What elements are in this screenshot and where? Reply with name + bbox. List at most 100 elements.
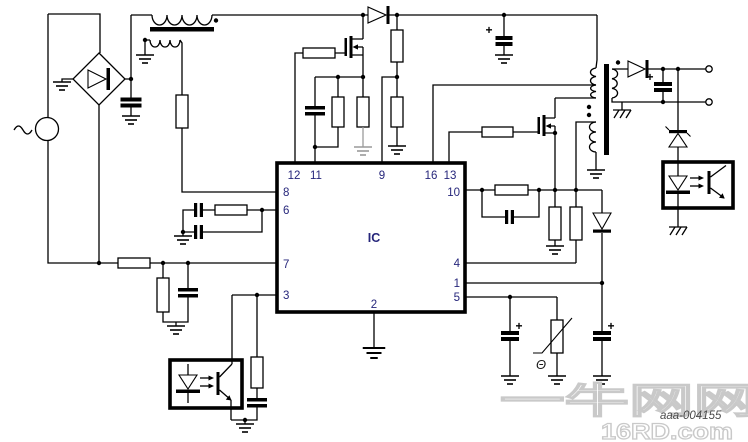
pin-label-9: 9 — [379, 170, 385, 182]
ac-input-section — [13, 13, 277, 266]
capacitor — [305, 106, 325, 110]
pin7-wires — [162, 263, 189, 326]
annotations: 一牛网网 aaa-004155 16RD.com — [499, 379, 748, 442]
primary-top-lead — [595, 15, 598, 69]
secondary-winding-icon — [611, 68, 619, 99]
phasing-dot — [586, 104, 592, 110]
thermistor-theta-label: Θ — [536, 357, 546, 372]
emi-choke-section — [135, 14, 277, 193]
pin6-network — [173, 203, 277, 245]
pin7-network — [117, 257, 198, 335]
mosfet2-wires — [432, 84, 596, 190]
junction-dot — [128, 76, 134, 82]
bridge-diode-icon — [87, 69, 108, 89]
junction-dot — [552, 187, 558, 193]
junction-dot — [259, 207, 265, 213]
output-terminal-negative — [705, 98, 713, 106]
junction-dot — [660, 99, 666, 105]
watermark-site: 16RD.com — [601, 419, 733, 442]
junction-dot — [312, 144, 318, 150]
opto-arrow-head — [208, 383, 214, 389]
pin-label-13: 13 — [444, 170, 457, 182]
junction-dot — [507, 294, 513, 300]
diode-cathode-bar — [593, 229, 611, 233]
opto-arrow-head — [698, 183, 704, 189]
zener-optocoupler-section — [661, 69, 735, 236]
mosfet1-channel-bar — [349, 36, 353, 58]
capacitor — [194, 203, 198, 217]
ground-icon — [235, 423, 255, 433]
pin-label-4: 4 — [454, 258, 461, 270]
ac-wires — [47, 13, 277, 264]
ground-icon — [494, 54, 514, 64]
emitter-arrow-head — [719, 193, 725, 199]
mosfet2-section — [432, 84, 596, 190]
junction-dot — [599, 280, 605, 286]
phototransistor-leads — [219, 363, 233, 401]
pin-label-1: 1 — [454, 278, 460, 290]
junction-dot — [185, 260, 191, 266]
transformer-core — [604, 64, 609, 155]
capacitor — [199, 225, 203, 239]
ground-icon — [387, 145, 407, 155]
junction-dot — [536, 187, 542, 193]
drawing-number-caption: aaa-004155 — [660, 410, 722, 422]
junction-dot — [479, 187, 485, 193]
aux-winding-leads — [575, 121, 597, 190]
secondary-output-section: + — [611, 60, 713, 119]
secondary-diode-icon — [627, 60, 647, 78]
ground-icon — [361, 347, 387, 359]
emitter-arrow-head — [225, 395, 232, 401]
resistor — [390, 96, 404, 128]
phasing-dot — [586, 112, 592, 118]
ac-source-icon — [34, 116, 60, 142]
pin3-optocoupler-section — [168, 292, 277, 433]
junction-dot — [160, 260, 166, 266]
resistor — [214, 204, 248, 216]
led-cathode-bar — [666, 190, 690, 194]
capacitor — [194, 225, 198, 239]
choke-wires — [144, 39, 277, 193]
junction-dot — [394, 12, 400, 18]
resistor — [390, 29, 404, 63]
junction-dot — [501, 12, 507, 18]
bridge-diode-cathode — [106, 68, 110, 90]
phototransistor-bar — [216, 372, 220, 395]
mosfet2-arrow-icon — [545, 123, 551, 129]
supply-capacitor — [593, 337, 611, 341]
phasing-dot — [142, 37, 148, 43]
pin-label-11: 11 — [310, 170, 322, 182]
junction-dot — [254, 292, 260, 298]
zener-triangle-icon — [667, 132, 689, 148]
junction-dot — [360, 74, 366, 80]
pin-label-3: 3 — [283, 290, 289, 302]
junction-dot — [242, 417, 248, 423]
junction-dot — [660, 66, 666, 72]
polarity-plus: + — [607, 319, 614, 333]
phototransistor-leads — [710, 164, 727, 199]
optocoupler-box — [168, 358, 244, 410]
ground-icon — [52, 81, 72, 91]
ground-icon — [173, 235, 193, 245]
resistor — [548, 206, 562, 241]
controller-ic: IC 12 11 9 16 13 8 6 7 3 10 4 1 5 2 — [275, 161, 467, 314]
choke-bottom-winding-icon — [149, 39, 181, 48]
pin2-ground — [361, 312, 387, 359]
rail-wires — [212, 14, 597, 163]
resistor — [175, 94, 189, 129]
pin-label-5: 5 — [454, 292, 460, 304]
ground-icon — [166, 325, 186, 335]
output-capacitor — [654, 88, 672, 92]
optocoupler-box — [661, 160, 735, 210]
output-capacitor — [654, 82, 672, 86]
resistor — [117, 257, 151, 269]
supply-capacitor — [501, 337, 519, 341]
pin-label-10: 10 — [447, 187, 460, 199]
ic-outline — [275, 161, 467, 314]
junction-dot — [96, 260, 102, 266]
diode-icon — [592, 212, 612, 231]
pin-label-2: 2 — [371, 299, 377, 311]
resistor — [156, 277, 170, 313]
startup-diode-cathode — [386, 6, 390, 24]
